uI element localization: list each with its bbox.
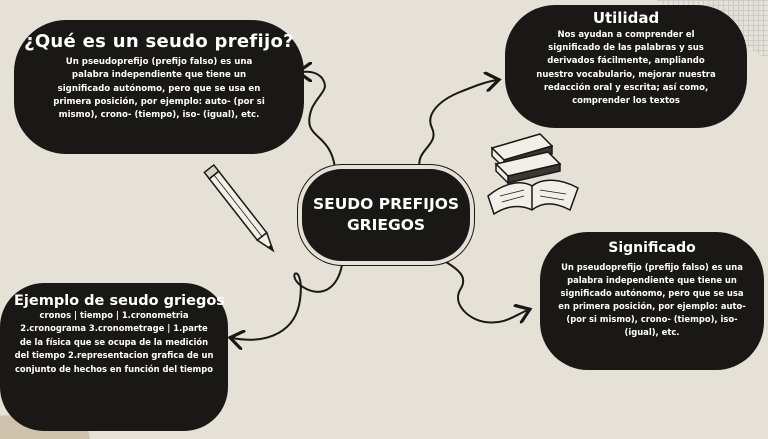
central-title-line2: GRIEGOS [346, 216, 426, 234]
central-topic-box: SEUDO PREFIJOS GRIEGOS [298, 165, 474, 265]
ejemplo-box: Ejemplo de seudo griegos cronos | tiempo… [0, 283, 228, 431]
arrow-to-significado [439, 257, 528, 323]
arrow-to-que-es [300, 72, 336, 169]
significado-text: Un pseudoprefijo (prefijo falso) es una … [558, 262, 746, 338]
significado-title: Significado [608, 240, 696, 256]
utilidad-title: Utilidad [592, 9, 660, 27]
central-topic-title: SEUDO PREFIJOS GRIEGOS [313, 194, 459, 236]
que-es-title: ¿Qué es un seudo prefijo? [24, 31, 294, 52]
que-es-text: Un pseudoprefijo (prefijo falso) es una … [53, 57, 265, 121]
ejemplo-text: cronos | tiempo | 1.cronometria 2.cronog… [14, 310, 214, 374]
que-es-box: ¿Qué es un seudo prefijo? Un pseudoprefi… [14, 20, 304, 154]
utilidad-text: Nos ayudan a comprender el significado d… [536, 30, 716, 106]
arrow-to-ejemplo [232, 257, 344, 340]
arrow-to-utilidad [418, 80, 497, 169]
central-title-line1: SEUDO PREFIJOS [312, 195, 460, 214]
utilidad-box: Utilidad Nos ayudan a comprender el sign… [505, 5, 747, 128]
ejemplo-title: Ejemplo de seudo griegos [14, 293, 225, 309]
significado-box: Significado Un pseudoprefijo (prefijo fa… [540, 232, 764, 370]
